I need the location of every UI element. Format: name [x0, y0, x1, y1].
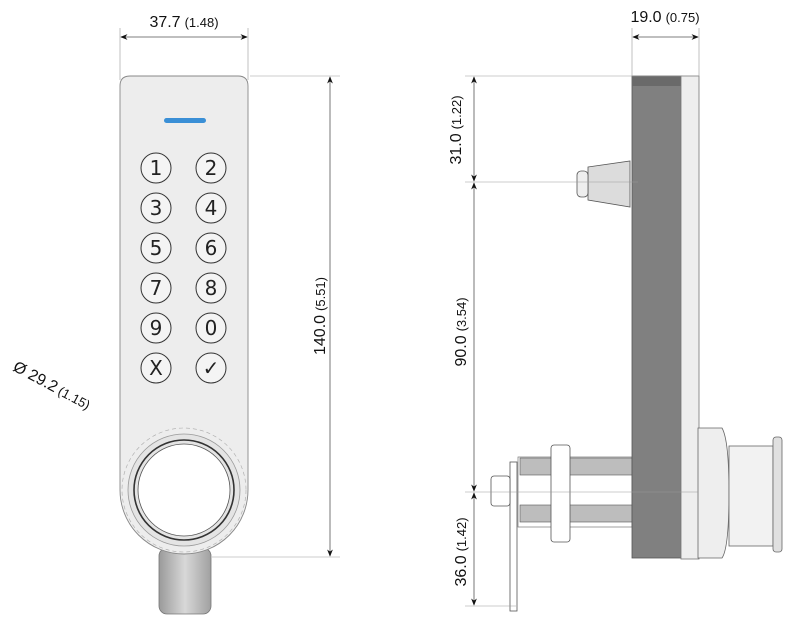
key-label: 1 [150, 156, 163, 180]
keypad-key[interactable]: 7 [140, 272, 172, 304]
side-view: 19.0(0.75) 31.0(1.22) 90.0(3.54) 36.0(1.… [448, 9, 783, 612]
keypad-key[interactable]: 5 [140, 232, 172, 264]
keypad-key[interactable]: 2 [195, 152, 227, 184]
knob-stem [158, 547, 212, 615]
key-label: 8 [205, 276, 218, 300]
key-label: ✓ [203, 356, 220, 380]
key-outline [140, 272, 172, 304]
key-outline [140, 312, 172, 344]
key-outline [140, 352, 172, 384]
pin-offset-dimension: 31.0(1.22) [448, 95, 465, 164]
key-label: X [149, 356, 163, 380]
latch-pin [587, 160, 631, 208]
keypad-key[interactable]: 8 [195, 272, 227, 304]
key-label: 9 [150, 316, 163, 340]
key-label: 5 [150, 236, 163, 260]
cylinder-housing [697, 427, 730, 559]
key-outline [195, 152, 227, 184]
key-label: 0 [205, 316, 218, 340]
keypad-key[interactable]: 6 [195, 232, 227, 264]
key-outline [195, 312, 227, 344]
status-led [164, 118, 206, 123]
keypad-key[interactable]: 1 [140, 152, 172, 184]
keypad-key[interactable]: 0 [195, 312, 227, 344]
keypad-key[interactable]: X [140, 352, 172, 384]
width-dimension: 37.7(1.48) [149, 14, 218, 31]
cam-plate [509, 461, 518, 612]
knob-ring [121, 427, 247, 553]
diameter-dimension: Ø 29.2(1.15) [10, 359, 93, 414]
keypad-key[interactable]: ✓ [195, 352, 227, 384]
depth-dimension: 19.0(0.75) [630, 9, 699, 26]
key-outline [195, 232, 227, 264]
key-outline [140, 192, 172, 224]
front-panel [680, 75, 700, 560]
key-outline [195, 272, 227, 304]
front-view: 1 2 3 4 5 6 7 8 9 0X ✓ 37.7(1.48) 140.0(5.51) Ø 29… [10, 14, 340, 615]
keypad-key[interactable]: 3 [140, 192, 172, 224]
cylinder-barrel [728, 445, 774, 547]
key-label: 2 [205, 156, 218, 180]
key-label: 6 [205, 236, 218, 260]
cam-length-dimension: 36.0(1.42) [453, 517, 470, 586]
hex-nut [550, 444, 571, 543]
key-outline [140, 152, 172, 184]
pin-to-cam-dimension: 90.0(3.54) [453, 297, 470, 366]
keypad-key[interactable]: 9 [140, 312, 172, 344]
bolt-head [490, 475, 511, 507]
key-outline [195, 192, 227, 224]
height-dimension: 140.0(5.51) [312, 277, 329, 355]
key-outline [195, 352, 227, 384]
key-outline [140, 232, 172, 264]
key-label: 4 [205, 196, 218, 220]
key-label: 7 [150, 276, 163, 300]
keypad-key[interactable]: 4 [195, 192, 227, 224]
lock-body [631, 75, 683, 559]
key-label: 3 [150, 196, 163, 220]
cylinder-flange [772, 436, 783, 553]
